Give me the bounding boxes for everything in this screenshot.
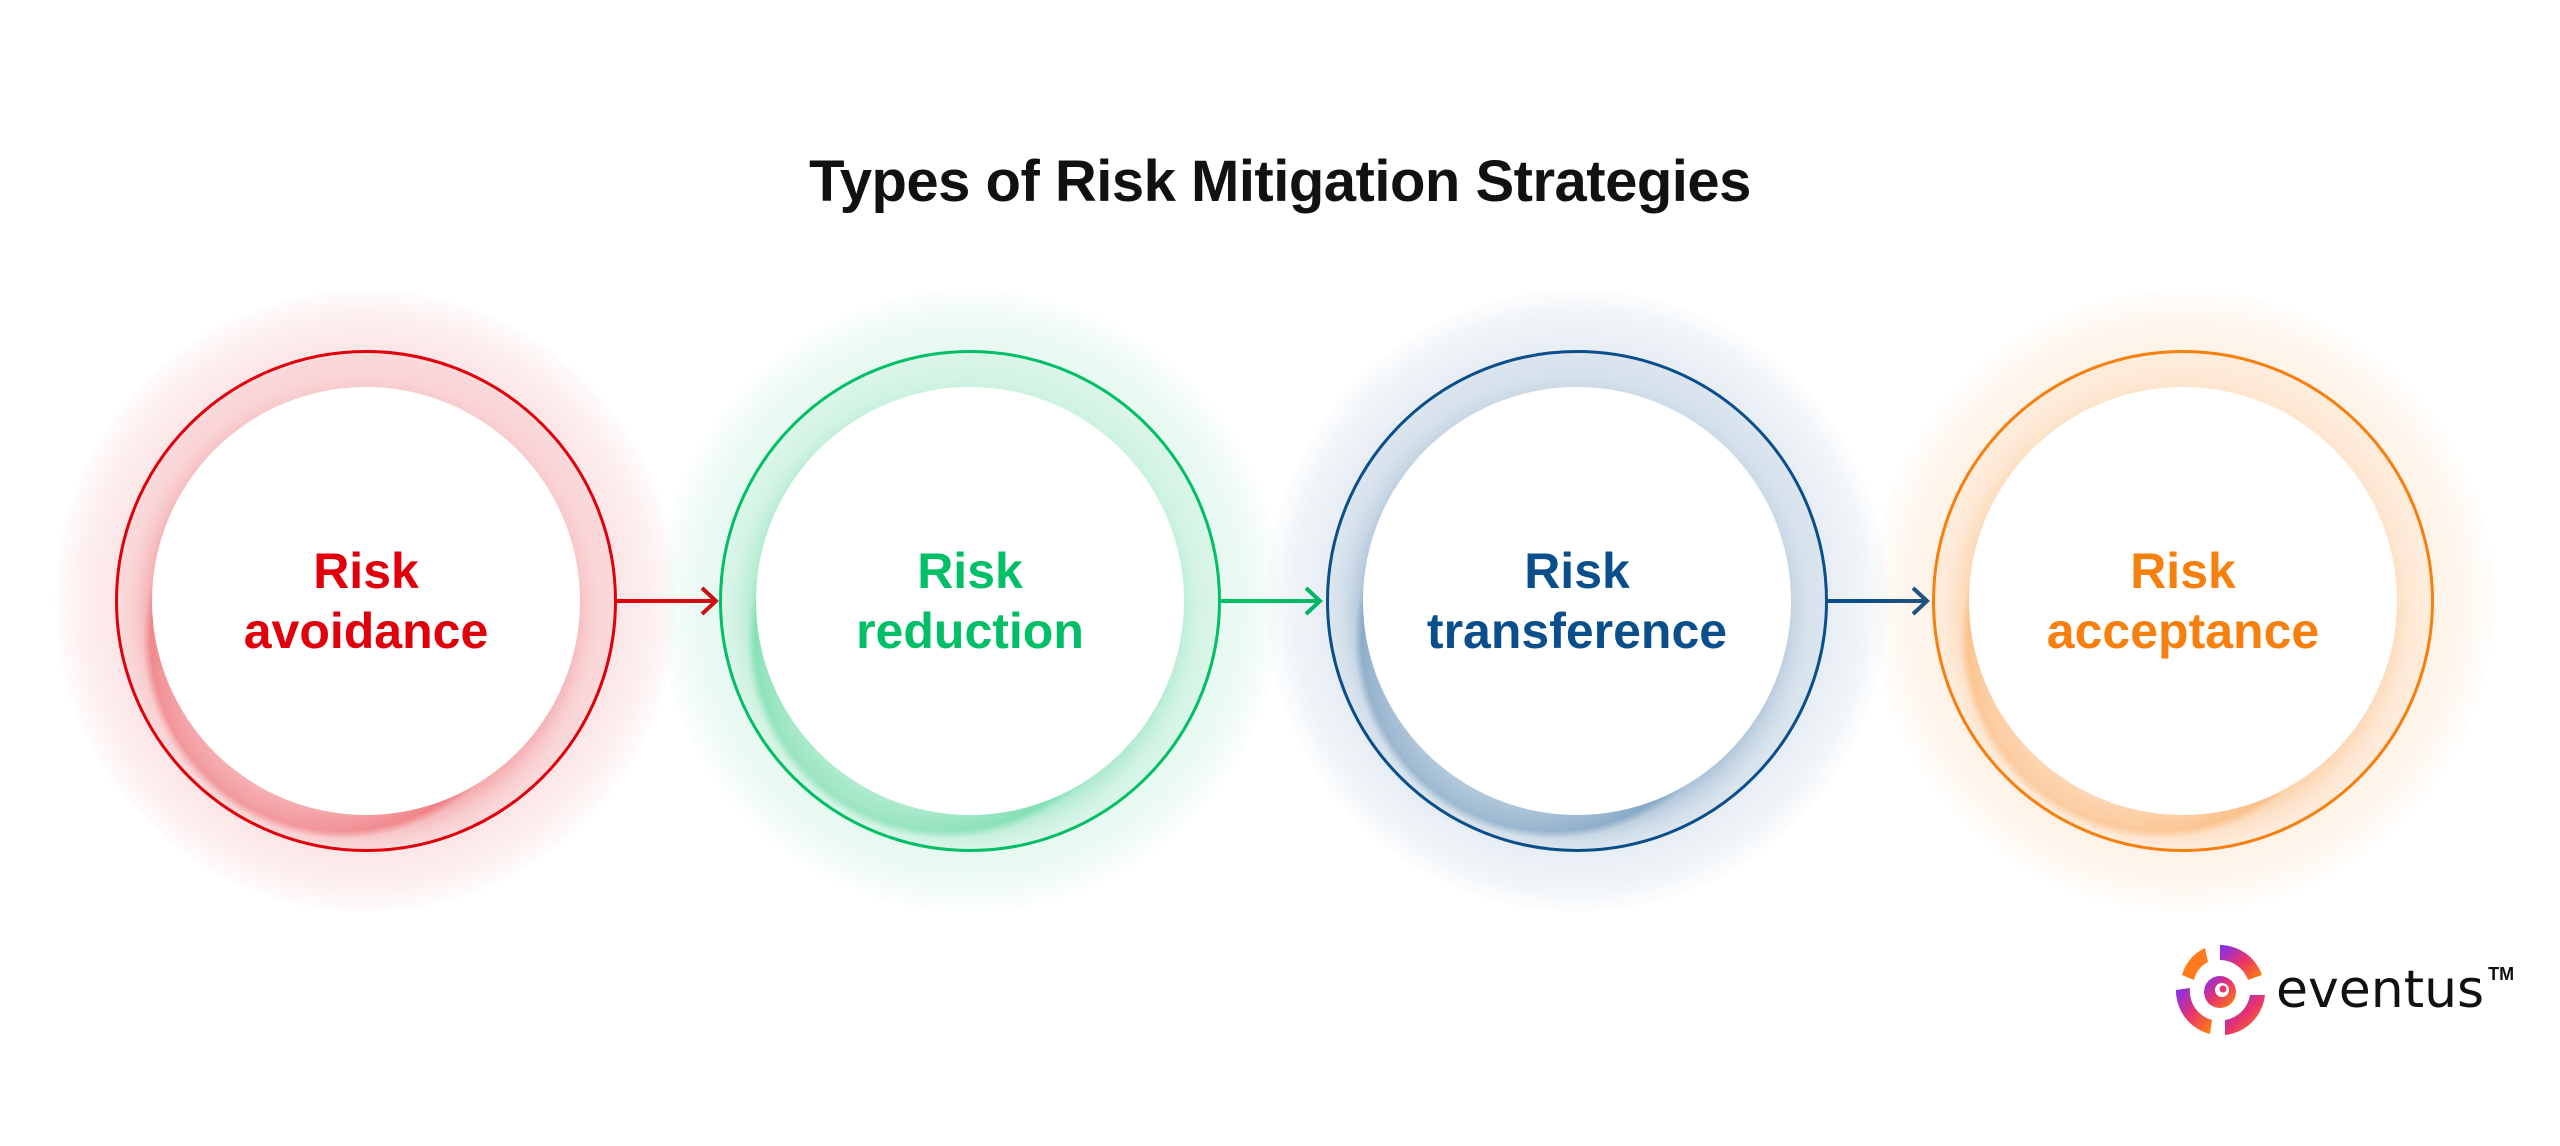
node-label: Risk avoidance	[115, 350, 617, 852]
eventus-swirl-icon	[2175, 945, 2265, 1035]
node-label-line1: Risk	[917, 543, 1023, 599]
node-label-line1: Risk	[1524, 543, 1630, 599]
arrow-right-icon	[1220, 586, 1324, 616]
node-label-line1: Risk	[313, 543, 419, 599]
node-label-line2: avoidance	[243, 603, 489, 659]
node-inner-circle	[756, 387, 1184, 815]
node-inner-circle	[152, 387, 580, 815]
trademark-symbol: TM	[2488, 964, 2515, 984]
node-label-line2: transference	[1426, 603, 1728, 659]
logo-wordmark-group: eventus TM	[2276, 960, 2514, 1020]
node-label: Risk transference	[1326, 350, 1828, 852]
strategy-node: Risk reduction	[659, 290, 1281, 912]
eventus-logo: eventus TM	[2170, 940, 2514, 1040]
node-label: Risk reduction	[719, 350, 1221, 852]
node-label-line2: acceptance	[2046, 603, 2320, 659]
diagram-title: Types of Risk Mitigation Strategies	[809, 149, 1751, 214]
strategy-node: Risk acceptance	[1872, 290, 2494, 912]
node-label-line1: Risk	[2130, 543, 2236, 599]
strategy-node: Risk avoidance	[55, 290, 677, 912]
logo-wordmark: eventus	[2276, 960, 2485, 1020]
arrow-right-icon	[616, 586, 720, 616]
arrow-right-icon	[1827, 586, 1931, 616]
node-inner-circle	[1363, 387, 1791, 815]
node-label-line2: reduction	[856, 603, 1084, 659]
node-label: Risk acceptance	[1932, 350, 2434, 852]
node-inner-circle	[1969, 387, 2397, 815]
strategy-node: Risk transference	[1266, 290, 1888, 912]
